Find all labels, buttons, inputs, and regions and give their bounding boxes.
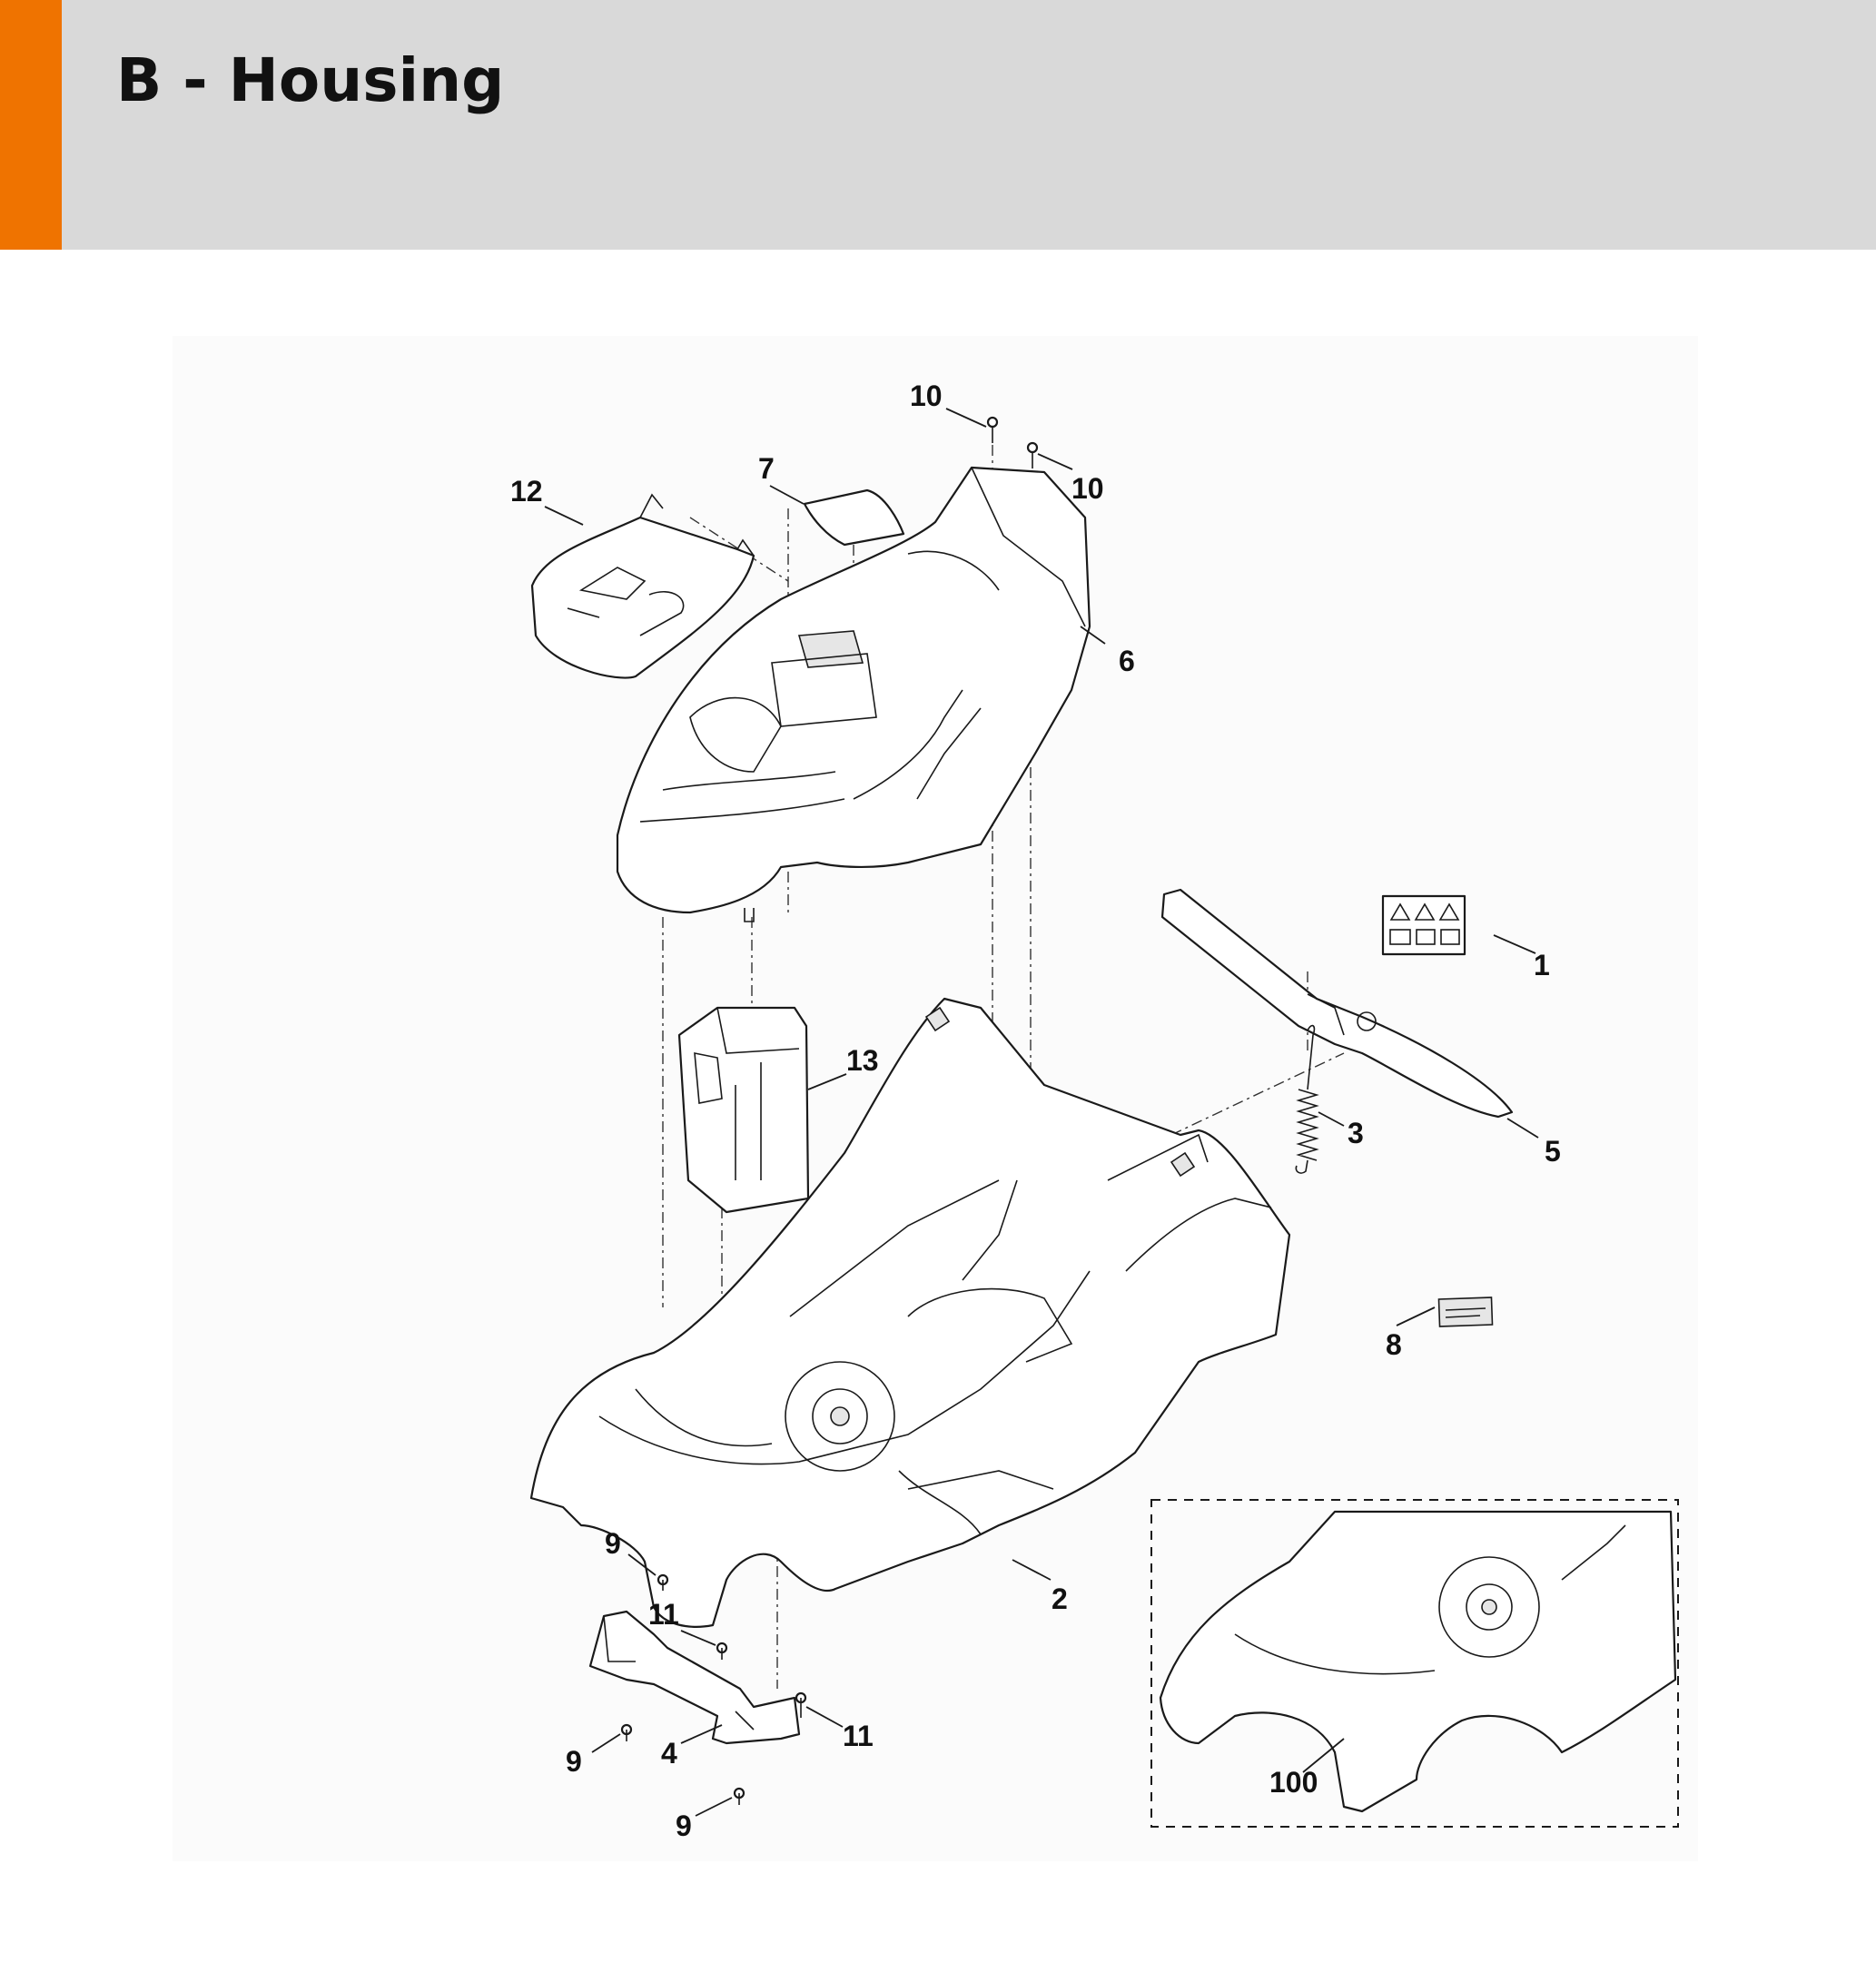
- part-12-cover: [530, 493, 755, 679]
- part-5-handle: [1160, 888, 1514, 1119]
- header-bar: B - Housing: [0, 0, 1876, 250]
- screws-9-11: [620, 1573, 807, 1805]
- part-100-inset: [1150, 1499, 1679, 1828]
- part-10-screws: [986, 416, 1039, 468]
- callout-4: 4: [661, 1737, 677, 1770]
- callout-9-upper: 9: [605, 1527, 621, 1560]
- callout-9-bottom: 9: [676, 1809, 692, 1842]
- callout-10-right: 10: [1071, 472, 1104, 505]
- callout-12: 12: [510, 475, 543, 508]
- callout-3: 3: [1348, 1117, 1364, 1149]
- callout-6: 6: [1119, 645, 1135, 677]
- part-8-label: [1437, 1297, 1494, 1327]
- callout-9-left: 9: [566, 1745, 582, 1778]
- page-title: B - Housing: [116, 45, 505, 115]
- part-1-warning-label: [1381, 894, 1466, 956]
- callout-10-top: 10: [910, 380, 943, 412]
- callout-11-lower: 11: [843, 1720, 874, 1752]
- callout-5: 5: [1545, 1135, 1561, 1168]
- callout-7: 7: [758, 452, 775, 485]
- callout-100: 100: [1269, 1766, 1318, 1799]
- part-2-deck: [529, 997, 1291, 1628]
- part-7-plate: [803, 488, 905, 547]
- callout-11-upper: 11: [648, 1598, 679, 1631]
- callout-2: 2: [1052, 1583, 1068, 1615]
- callout-1: 1: [1534, 949, 1550, 981]
- callout-13: 13: [846, 1044, 879, 1077]
- part-6-upper-housing: [616, 466, 1091, 922]
- part-3-spring: [1295, 1024, 1319, 1174]
- callout-8: 8: [1386, 1328, 1402, 1361]
- part-13-battery-box: [677, 1006, 810, 1214]
- leader-lines: [544, 408, 1539, 1817]
- accent-bar: [0, 0, 62, 250]
- part-4-bracket: [588, 1610, 801, 1745]
